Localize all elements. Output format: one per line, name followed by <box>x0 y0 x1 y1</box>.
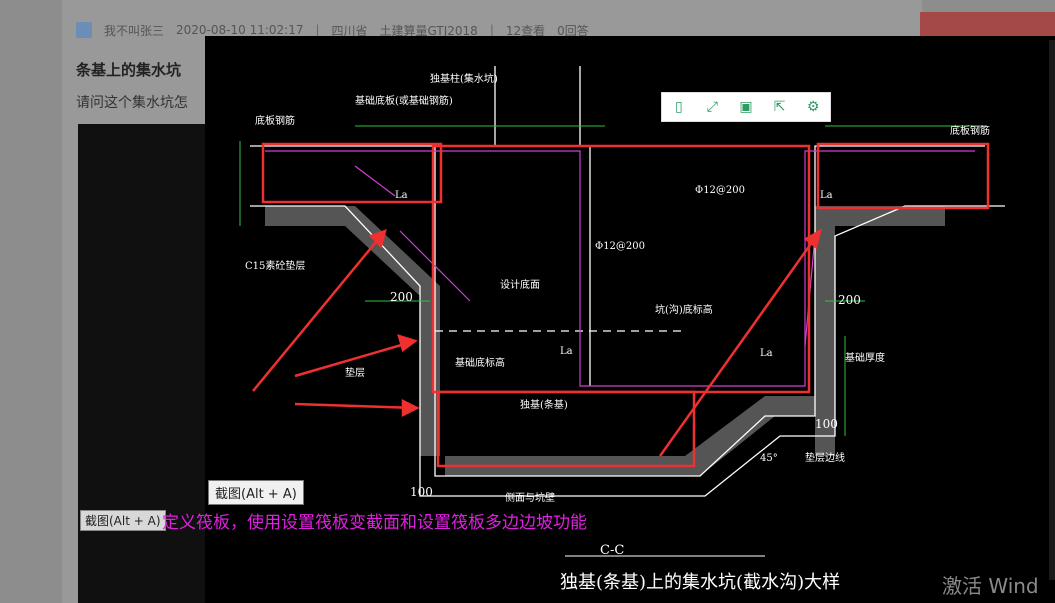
label-column: 独基柱(集水坑) <box>430 72 498 85</box>
scrollbar[interactable] <box>1049 40 1055 580</box>
save-icon[interactable]: ▣ <box>739 99 753 115</box>
label-top-rebar: 基础底板(或基础钢筋) <box>355 94 453 107</box>
section-mark: C-C <box>600 543 624 558</box>
shortcut-tooltip-behind: 截图(Alt + A) <box>80 510 166 531</box>
label-grade-45: 45° <box>760 453 778 464</box>
phone-icon[interactable]: ▯ <box>674 99 683 115</box>
shortcut-tooltip: 截图(Alt + A) <box>208 480 304 505</box>
label-base-thickness: 基础厚度 <box>845 351 885 364</box>
action-button[interactable] <box>920 12 1055 38</box>
label-la: La <box>820 190 833 201</box>
label-la: La <box>560 346 573 357</box>
dimension-lines <box>239 125 985 436</box>
label-la: La <box>395 190 408 201</box>
label-dim-200: 200 <box>390 290 413 304</box>
label-rebar-12-200-a: Φ12@200 <box>695 185 745 196</box>
label-pit-bottom: 坑(沟)底标高 <box>655 303 713 316</box>
label-base-bottom: 基础底标高 <box>455 356 505 369</box>
label-dim-100: 100 <box>815 417 838 431</box>
share-icon[interactable]: ⇱ <box>773 99 786 115</box>
windows-activation-watermark: 激活 Wind <box>942 574 1039 598</box>
drawing-caption: 独基(条基)上的集水坑(截水沟)大样 <box>560 572 840 593</box>
settings-icon[interactable]: ⚙ <box>806 99 820 115</box>
post-region: 四川省 <box>331 23 368 38</box>
label-cushion: C15素砼垫层 <box>245 259 305 272</box>
meta-separator: | <box>489 23 494 37</box>
label-bottom-rebar: 底板钢筋 <box>255 114 295 127</box>
post-answers: 0回答 <box>557 23 589 38</box>
post-views: 12查看 <box>505 23 546 38</box>
label-dim-100: 100 <box>410 485 433 499</box>
annotation-text: 定义筏板，使用设置筏板变截面和设置筏板多边边坡功能 <box>162 513 587 533</box>
cad-drawing: 独基柱(集水坑) 基础底板(或基础钢筋) 底板钢筋 底板钢筋 Φ12@200 Φ… <box>239 66 1005 593</box>
highlight-boxes <box>261 142 990 468</box>
rebar-lines <box>265 150 975 387</box>
label-water-level: 设计底面 <box>500 278 540 291</box>
label-dim-200: 200 <box>838 293 861 307</box>
label-la: La <box>760 348 773 359</box>
avatar[interactable] <box>76 22 92 38</box>
label-layer: 垫层 <box>345 366 365 379</box>
viewer-toolbar: ▯ ⤢ ▣ ⇱ ⚙ <box>661 92 831 122</box>
post-meta: 我不叫张三 2020-08-10 11:02:17 | 四川省 土建算量GTJ2… <box>76 20 589 40</box>
label-slope-face: 侧面与坑壁 <box>505 491 555 504</box>
label-foundation: 独基(条基) <box>520 398 568 411</box>
label-cushion-edge: 垫层边线 <box>805 451 845 464</box>
post-body: 请问这个集水坑怎 <box>76 95 188 111</box>
label-bottom-rebar-right: 底板钢筋 <box>950 124 990 137</box>
image-viewer[interactable]: 独基柱(集水坑) 基础底板(或基础钢筋) 底板钢筋 底板钢筋 Φ12@200 Φ… <box>162 36 1055 603</box>
post-software[interactable]: 土建算量GTJ2018 <box>379 23 478 38</box>
annotation-arrows <box>252 228 822 457</box>
meta-separator: | <box>315 23 320 37</box>
post-title: 条基上的集水坑 <box>76 61 182 79</box>
author-name[interactable]: 我不叫张三 <box>104 23 165 38</box>
post-datetime: 2020-08-10 11:02:17 <box>176 23 304 37</box>
expand-icon[interactable]: ⤢ <box>706 99 718 115</box>
structure-outline <box>250 66 1005 497</box>
label-rebar-12-200-b: Φ12@200 <box>595 241 645 252</box>
